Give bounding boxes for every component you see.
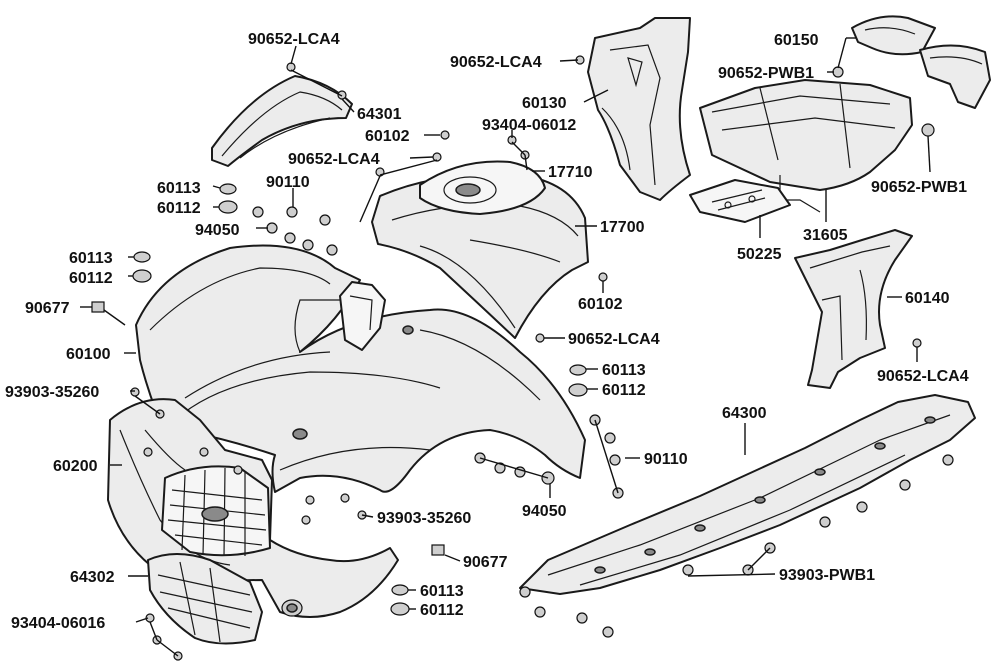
callout-60113: 60113	[602, 362, 646, 379]
callout-90652-pwb1: 90652-PWB1	[718, 65, 814, 82]
callout-93903-35260: 93903-35260	[5, 384, 99, 401]
callout-90652-pwb1: 90652-PWB1	[871, 179, 967, 196]
callout-17700: 17700	[600, 219, 645, 236]
callout-90677: 90677	[463, 554, 508, 571]
callout-94050: 94050	[522, 503, 567, 520]
callout-90677: 90677	[25, 300, 70, 317]
part-side-panel-60140	[794, 229, 913, 389]
callout-60113: 60113	[157, 180, 201, 197]
callout-60200: 60200	[53, 458, 98, 475]
callout-31605: 31605	[803, 227, 848, 244]
callout-93404-06012: 93404-06012	[482, 117, 576, 134]
callout-60102: 60102	[578, 296, 623, 313]
callout-64301: 64301	[357, 106, 402, 123]
part-headlight-bracket	[339, 281, 386, 351]
callout-90652-lca4: 90652-LCA4	[288, 151, 380, 168]
callout-64300: 64300	[722, 405, 767, 422]
callout-60113: 60113	[69, 250, 113, 267]
part-front-fender-60100	[135, 244, 586, 493]
callout-60113: 60113	[420, 583, 464, 600]
callout-90652-lca4: 90652-LCA4	[568, 331, 660, 348]
part-windshield-64301	[211, 75, 353, 167]
callout-60112: 60112	[157, 200, 201, 217]
callout-labels: 90652-LCA4 64301 60102 90652-LCA4 60113 …	[5, 31, 969, 632]
part-rear-tray-31605	[699, 79, 913, 213]
callout-90110: 90110	[266, 174, 310, 191]
callout-90652-lca4: 90652-LCA4	[450, 54, 542, 71]
callout-60112: 60112	[602, 382, 646, 399]
callout-93404-06016: 93404-06016	[11, 615, 105, 632]
part-side-panel-60130	[587, 17, 691, 201]
callout-60140: 60140	[905, 290, 950, 307]
callout-90652-lca4: 90652-LCA4	[877, 368, 969, 385]
callout-93903-35260: 93903-35260	[377, 510, 471, 527]
part-rear-covers-60150	[851, 15, 991, 109]
leader-lines	[80, 37, 931, 657]
part-dash-top-17710	[419, 160, 546, 215]
callout-93903-pwb1: 93903-PWB1	[779, 567, 875, 584]
callout-60100: 60100	[66, 346, 111, 363]
callout-64302: 64302	[70, 569, 115, 586]
part-front-grille	[161, 465, 271, 557]
callout-94050: 94050	[195, 222, 240, 239]
part-bracket-50225	[689, 179, 791, 223]
callout-60130: 60130	[522, 95, 567, 112]
fasteners	[91, 55, 954, 661]
callout-60102: 60102	[365, 128, 410, 145]
callout-60112: 60112	[420, 602, 464, 619]
part-skid-plate-64300	[519, 394, 976, 595]
callout-90110: 90110	[644, 451, 688, 468]
callout-60112: 60112	[69, 270, 113, 287]
part-front-skid-64302	[147, 553, 263, 645]
callout-17710: 17710	[548, 164, 593, 181]
callout-60150: 60150	[774, 32, 819, 49]
callout-50225: 50225	[737, 246, 782, 263]
callout-90652-lca4: 90652-LCA4	[248, 31, 340, 48]
